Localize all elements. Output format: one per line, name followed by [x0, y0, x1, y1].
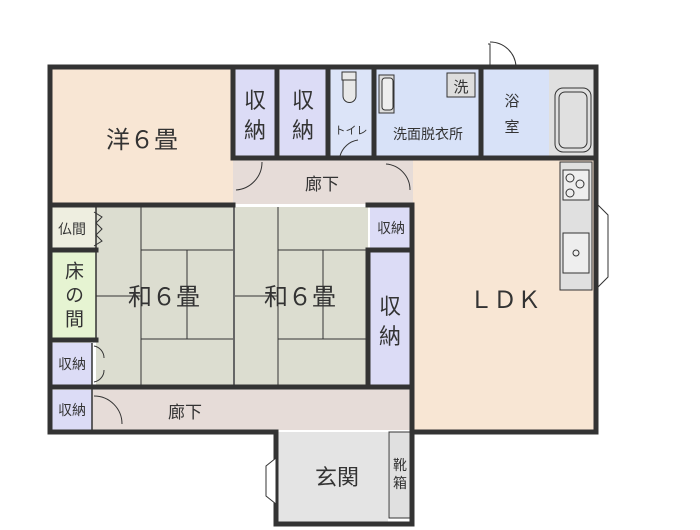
label-washroom: 洗面脱衣所: [393, 127, 463, 143]
bathtub-area: [549, 68, 595, 158]
label-storage-6: 収納: [58, 403, 86, 419]
label-butsuma: 仏間: [58, 222, 86, 238]
room-storage-6: [50, 390, 92, 430]
label-hall-upper: 廊下: [305, 175, 339, 195]
room-storage-5: [50, 343, 92, 385]
sink-icon: [378, 74, 395, 114]
room-tokonoma: [50, 252, 96, 338]
label-western: 洋６畳: [106, 126, 178, 154]
label-entrance: 玄関: [315, 466, 359, 491]
label-washer: 洗: [453, 78, 468, 96]
label-bath: 浴室: [504, 92, 519, 136]
bathtub-icon: [554, 87, 592, 153]
label-toilet: トイレ: [335, 124, 368, 137]
room-entrance: [278, 432, 388, 522]
label-washitsu-left: 和６畳: [128, 283, 200, 311]
label-tokonoma: 床の間: [62, 261, 84, 333]
room-bath: [483, 68, 549, 158]
washer-icon: [446, 72, 476, 98]
room-storage-4: [370, 252, 410, 386]
doors: [93, 41, 517, 425]
room-washitsu-left: [96, 207, 233, 387]
label-storage-4: 収納: [379, 295, 401, 350]
thin-walls: [91, 205, 235, 430]
room-hall-upper: [233, 160, 413, 204]
room-storage-1: [234, 68, 276, 158]
toilet-icon: [341, 71, 357, 103]
room-butsuma: [50, 207, 96, 250]
windows: [265, 203, 609, 506]
tatami-lines: [96, 207, 368, 387]
label-hall-lower: 廊下: [168, 403, 202, 423]
room-western: [50, 68, 233, 204]
room-storage-2: [280, 68, 326, 158]
label-storage-1: 収納: [244, 89, 266, 144]
walls: [47, 64, 599, 527]
label-storage-2: 収納: [292, 89, 314, 144]
room-washitsu-right: [235, 207, 368, 387]
label-ldk: ＬＤＫ: [469, 286, 541, 314]
label-washitsu-right: 和６畳: [264, 283, 336, 311]
kitchen-counter: [559, 161, 593, 291]
label-storage-3: 収納: [377, 221, 405, 237]
shoe-box: [388, 431, 413, 519]
room-hall-lower: [92, 388, 413, 430]
label-shoe-box: 靴箱: [393, 458, 407, 492]
room-storage-3: [370, 207, 412, 249]
label-storage-5: 収納: [58, 357, 86, 373]
